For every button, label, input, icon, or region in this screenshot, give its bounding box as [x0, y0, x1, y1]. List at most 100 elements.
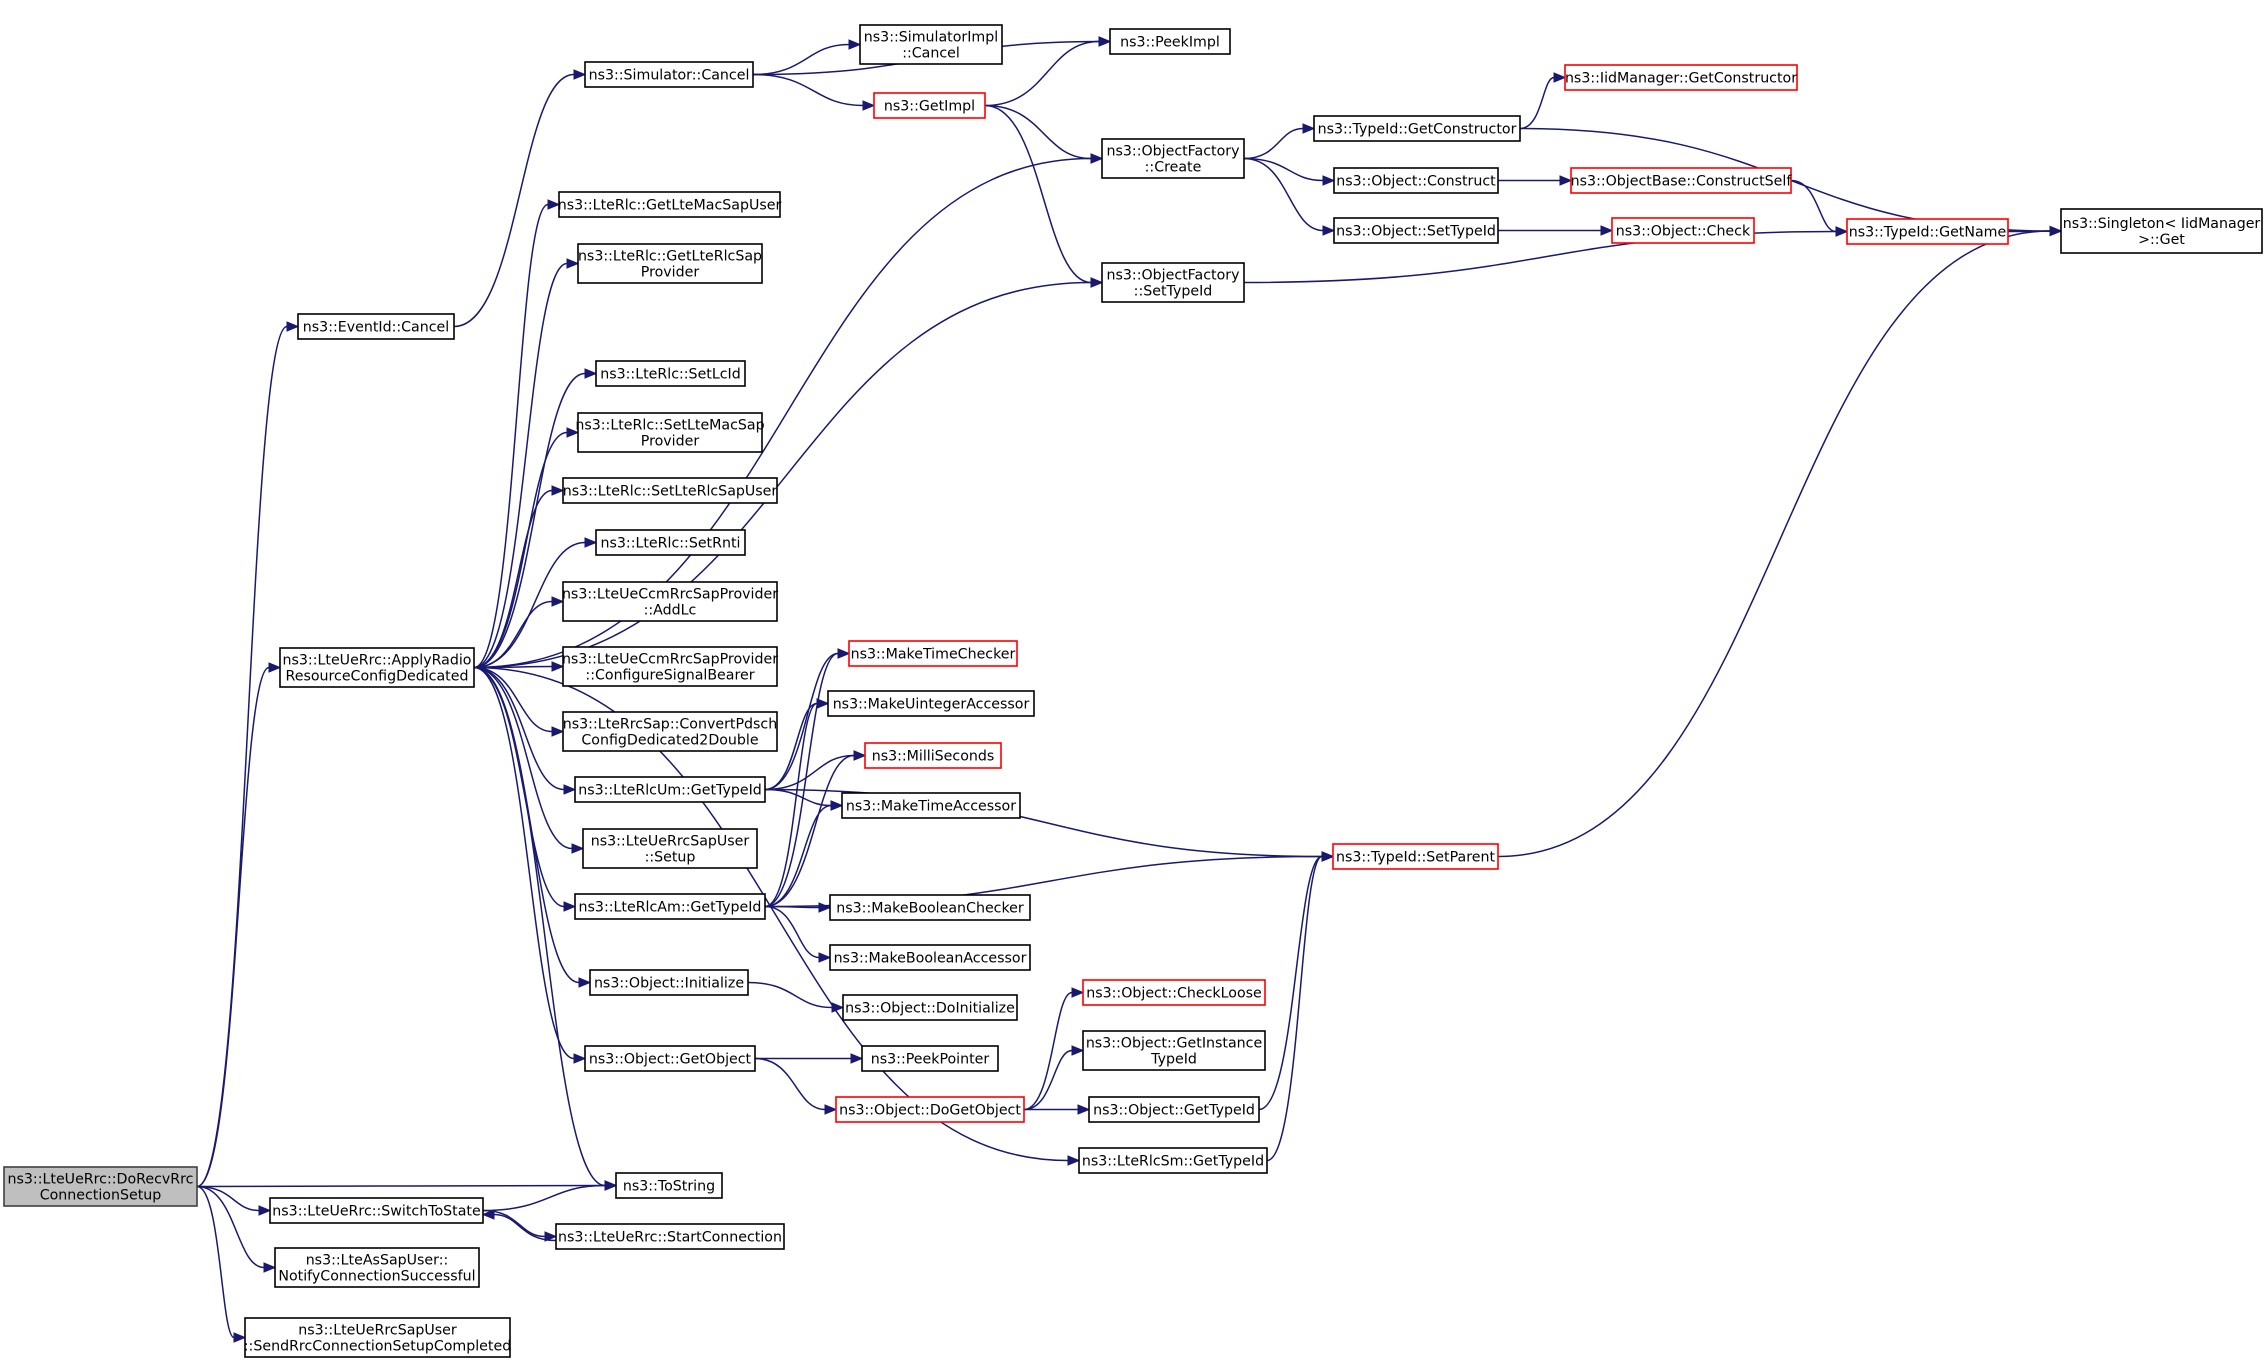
node-box[interactable]	[574, 893, 766, 920]
node-box[interactable]	[1333, 217, 1499, 244]
node-singleton-get[interactable]: ns3::Singleton< IidManager >::Get	[2060, 208, 2263, 254]
node-box[interactable]	[1082, 979, 1266, 1006]
node-box[interactable]	[562, 477, 778, 504]
node-object-doinitialize[interactable]: ns3::Object::DoInitialize	[842, 994, 1018, 1021]
node-of-create[interactable]: ns3::ObjectFactory::Create	[1101, 138, 1245, 179]
node-box[interactable]	[1082, 1030, 1266, 1071]
node-box[interactable]	[244, 1317, 511, 1358]
node-eventid-cancel[interactable]: ns3::EventId::Cancel	[297, 313, 455, 340]
node-make-time-checker[interactable]: ns3::MakeTimeChecker	[848, 640, 1018, 667]
node-box[interactable]	[1333, 167, 1499, 194]
node-typeid-setparent[interactable]: ns3::TypeId::SetParent	[1332, 843, 1499, 870]
node-box[interactable]	[582, 828, 758, 869]
node-box[interactable]	[297, 313, 455, 340]
node-getimpl[interactable]: ns3::GetImpl	[873, 92, 986, 119]
node-box[interactable]	[577, 243, 763, 284]
node-ccm-configuresignalbearer[interactable]: ns3::LteUeCcmRrcSapProvider::ConfigureSi…	[562, 646, 778, 687]
node-make-uinteger-accessor[interactable]: ns3::MakeUintegerAccessor	[827, 690, 1035, 717]
node-box[interactable]	[1109, 28, 1231, 55]
node-box[interactable]	[1570, 167, 1792, 194]
node-box[interactable]	[1078, 1147, 1268, 1174]
node-box[interactable]	[873, 92, 986, 119]
node-peekpointer[interactable]: ns3::PeekPointer	[861, 1045, 999, 1072]
node-box[interactable]	[829, 944, 1031, 971]
node-box[interactable]	[859, 24, 1003, 65]
node-notify-conn[interactable]: ns3::LteAsSapUser::NotifyConnectionSucce…	[274, 1247, 480, 1288]
node-box[interactable]	[562, 646, 778, 687]
node-sim-cancel[interactable]: ns3::Simulator::Cancel	[584, 61, 754, 88]
node-box[interactable]	[848, 640, 1018, 667]
node-box[interactable]	[577, 412, 763, 453]
node-rlc-getltemacsapuser[interactable]: ns3::LteRlc::GetLteMacSapUser	[558, 191, 782, 218]
node-rrcsapuser-setup[interactable]: ns3::LteUeRrcSapUser::Setup	[582, 828, 758, 869]
node-box[interactable]	[829, 894, 1031, 921]
node-box[interactable]	[1846, 218, 2009, 245]
node-typeid-getconstructor[interactable]: ns3::TypeId::GetConstructor	[1313, 115, 1521, 142]
node-iidmanager-getconstructor[interactable]: ns3::IidManager::GetConstructor	[1564, 64, 1798, 91]
node-object-settypeid[interactable]: ns3::Object::SetTypeId	[1333, 217, 1499, 244]
node-box[interactable]	[1564, 64, 1798, 91]
node-rlc-setlcid[interactable]: ns3::LteRlc::SetLcId	[595, 360, 746, 387]
node-box[interactable]	[1611, 217, 1755, 244]
node-ccm-addlc[interactable]: ns3::LteUeCcmRrcSapProvider::AddLc	[562, 581, 778, 622]
node-box[interactable]	[269, 1197, 484, 1224]
node-objectbase-constructself[interactable]: ns3::ObjectBase::ConstructSelf	[1570, 167, 1793, 194]
node-send-rrc[interactable]: ns3::LteUeRrcSapUser::SendRrcConnectionS…	[244, 1317, 511, 1358]
node-object-gettypeid[interactable]: ns3::Object::GetTypeId	[1088, 1096, 1260, 1123]
node-box[interactable]	[1088, 1096, 1260, 1123]
node-rlc-setrnti[interactable]: ns3::LteRlc::SetRnti	[595, 529, 746, 556]
node-object-initialize[interactable]: ns3::Object::Initialize	[589, 969, 749, 996]
node-box[interactable]	[1101, 262, 1245, 303]
node-object-getobject[interactable]: ns3::Object::GetObject	[584, 1045, 756, 1072]
node-box[interactable]	[615, 1172, 723, 1199]
node-start-connection[interactable]: ns3::LteUeRrc::StartConnection	[555, 1223, 785, 1250]
node-box[interactable]	[1313, 115, 1521, 142]
node-box[interactable]	[827, 690, 1035, 717]
node-rlc-setlterlcsapuser[interactable]: ns3::LteRlc::SetLteRlcSapUser	[562, 477, 778, 504]
node-make-boolean-checker[interactable]: ns3::MakeBooleanChecker	[829, 894, 1031, 921]
node-box[interactable]	[864, 742, 1002, 769]
node-box[interactable]	[595, 529, 746, 556]
node-rlcum-gettypeid[interactable]: ns3::LteRlcUm::GetTypeId	[574, 776, 766, 803]
node-object-construct[interactable]: ns3::Object::Construct	[1333, 167, 1499, 194]
node-rlcam-gettypeid[interactable]: ns3::LteRlcAm::GetTypeId	[574, 893, 766, 920]
node-box[interactable]	[584, 1045, 756, 1072]
node-object-check[interactable]: ns3::Object::Check	[1611, 217, 1755, 244]
node-box[interactable]	[1332, 843, 1499, 870]
node-box[interactable]	[584, 61, 754, 88]
node-typeid-getname[interactable]: ns3::TypeId::GetName	[1846, 218, 2009, 245]
node-rlcsm-gettypeid[interactable]: ns3::LteRlcSm::GetTypeId	[1078, 1147, 1268, 1174]
node-box[interactable]	[595, 360, 746, 387]
node-box[interactable]	[835, 1096, 1025, 1123]
node-box[interactable]	[279, 647, 475, 688]
node-box[interactable]	[841, 792, 1021, 819]
node-make-boolean-accessor[interactable]: ns3::MakeBooleanAccessor	[829, 944, 1031, 971]
node-box[interactable]	[558, 191, 781, 218]
node-box[interactable]	[861, 1045, 999, 1072]
node-apply-radio[interactable]: ns3::LteUeRrc::ApplyRadioResourceConfigD…	[279, 647, 475, 688]
node-box[interactable]	[589, 969, 749, 996]
node-box[interactable]	[2060, 208, 2263, 254]
node-object-dogetobject[interactable]: ns3::Object::DoGetObject	[835, 1096, 1025, 1123]
node-box[interactable]	[574, 776, 766, 803]
node-box[interactable]	[274, 1247, 480, 1288]
node-make-time-accessor[interactable]: ns3::MakeTimeAccessor	[841, 792, 1021, 819]
node-of-settypeid[interactable]: ns3::ObjectFactory::SetTypeId	[1101, 262, 1245, 303]
node-box[interactable]	[1101, 138, 1245, 179]
node-switch-to-state[interactable]: ns3::LteUeRrc::SwitchToState	[269, 1197, 484, 1224]
node-box[interactable]	[3, 1166, 198, 1207]
node-simimpl-cancel[interactable]: ns3::SimulatorImpl::Cancel	[859, 24, 1003, 65]
node-box[interactable]	[562, 581, 778, 622]
node-peekimpl[interactable]: ns3::PeekImpl	[1109, 28, 1231, 55]
node-convert-pdsch[interactable]: ns3::LteRrcSap::ConvertPdschConfigDedica…	[562, 711, 778, 752]
node-box[interactable]	[562, 711, 778, 752]
node-tostring[interactable]: ns3::ToString	[615, 1172, 723, 1199]
node-box[interactable]	[555, 1223, 785, 1250]
node-milliseconds[interactable]: ns3::MilliSeconds	[864, 742, 1002, 769]
node-object-checkloose[interactable]: ns3::Object::CheckLoose	[1082, 979, 1266, 1006]
node-box[interactable]	[842, 994, 1018, 1021]
